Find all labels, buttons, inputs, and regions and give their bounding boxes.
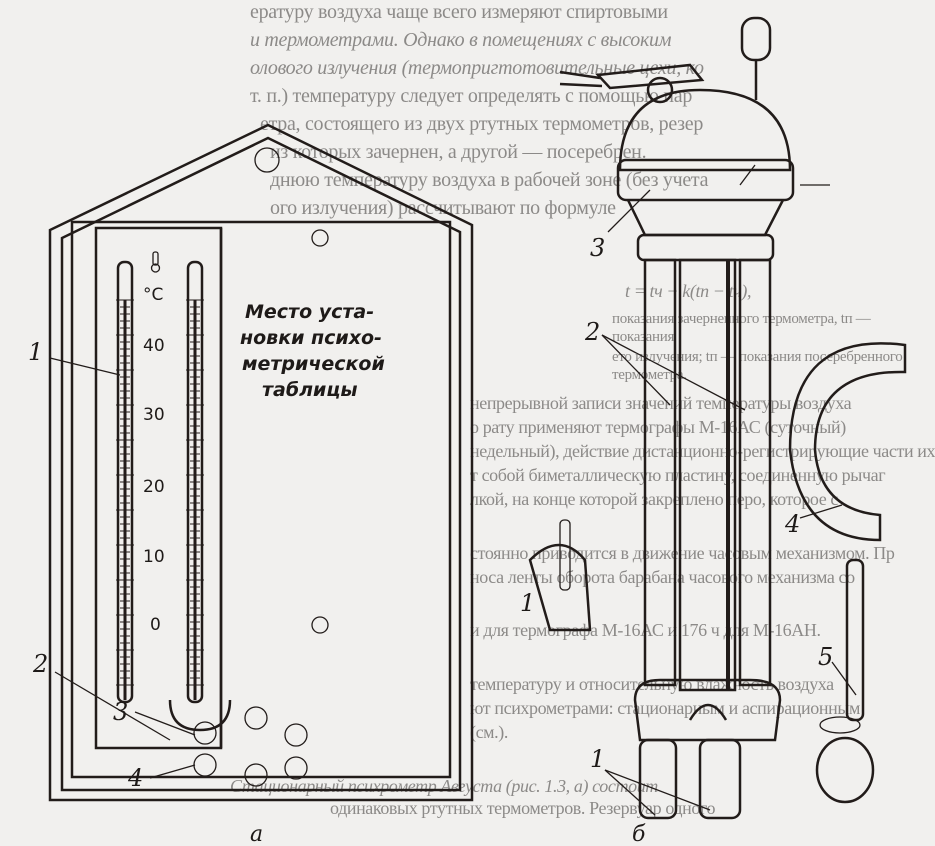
callout-1: 1 — [28, 338, 43, 366]
central-air-tube — [678, 258, 737, 692]
text-line: о рату применяют термографы М-16АС (суто… — [470, 417, 846, 437]
text-line: из которых зачернен, а другой — посеребр… — [270, 141, 647, 163]
text-line: т. п.) температуру следует определять с … — [250, 85, 693, 107]
text-line: непрерывной записи значений температуры … — [470, 393, 852, 413]
fan-ring — [616, 158, 795, 202]
text-line: одинаковых ртутных термометров. Резервуа… — [330, 798, 716, 818]
winding-key-icon — [740, 16, 772, 62]
callout-5: 5 — [818, 643, 833, 671]
text-line: т собой биметаллическую пластину, соедин… — [470, 465, 886, 485]
plaque-line: новки психо- — [240, 327, 382, 349]
wick-detail — [528, 543, 592, 632]
aspiration-psychrometer: 3 2 1 1 4 5 б — [520, 16, 907, 846]
thermometer-icon — [150, 251, 161, 273]
text-line: днюю температуру воздуха в рабочей зоне … — [270, 169, 709, 191]
scale-label-0: 0 — [150, 615, 161, 635]
text-line: показания зачерненного термометра, tп — … — [612, 311, 871, 345]
inner-panel — [70, 220, 452, 779]
text-line: етра, состоящего из двух ртутных термоме… — [260, 113, 704, 135]
screw-icon — [311, 229, 329, 247]
scale-label-20: 20 — [143, 477, 165, 497]
right-protective-tube — [698, 738, 742, 820]
text-line: (см.). — [470, 722, 508, 742]
ring-detail — [788, 342, 907, 542]
knob-icon — [646, 76, 674, 104]
text-line: олового излучения (термопригтотовительны… — [250, 57, 704, 79]
wet-thermometer — [186, 260, 204, 704]
fan-dome — [618, 88, 792, 172]
text-line: ето излучения; tп — показания посеребрен… — [612, 349, 903, 383]
text-line: носа ленты оборота барабана часового мех… — [470, 567, 855, 587]
text-line: ого излучения) рассчитывают по формуле — [270, 197, 616, 219]
mounting-screws — [193, 706, 308, 787]
callout-4: 4 — [784, 510, 800, 538]
text-line: стоянно приводится в движение часовым ме… — [470, 543, 895, 563]
scale-label-10: 10 — [143, 547, 165, 567]
bottom-fork — [633, 678, 782, 742]
hanging-hole-icon — [254, 147, 280, 173]
top-plate — [636, 233, 775, 262]
inner-case-edge — [60, 136, 462, 792]
callout-2: 2 — [584, 318, 600, 346]
unit-label: °C — [143, 285, 163, 305]
callout-3: 3 — [590, 234, 605, 262]
scale-label-40: 40 — [143, 336, 165, 356]
left-protective-tube — [638, 738, 678, 820]
text-line: и термометрами. Однако в помещениях с вы… — [250, 29, 672, 51]
text-line: ют психрометрами: стационарным и аспирац… — [470, 698, 861, 718]
plaque-line: метрической — [242, 353, 385, 375]
caption-a: а — [250, 822, 263, 846]
scale-label-30: 30 — [143, 405, 165, 425]
water-cup — [168, 699, 232, 732]
pipette — [845, 558, 865, 722]
text-line: недельный), действие дистанционно-регист… — [470, 441, 935, 461]
right-thermometer-tube — [738, 258, 772, 687]
caption-b: б — [632, 822, 646, 846]
outer-case — [48, 123, 474, 802]
text-line: ературу воздуха чаще всего измеряют спир… — [250, 1, 668, 23]
rubber-bulb — [815, 736, 875, 804]
plaque-line: таблицы — [262, 379, 358, 401]
august-psychrometer: °C 40 30 20 10 0 Место уста- новки психо… — [28, 123, 474, 846]
dry-thermometer — [116, 260, 134, 704]
callout-4: 4 — [127, 764, 143, 792]
screw-icon — [311, 616, 329, 634]
text-line: t = tч − k(tп − tч), — [625, 281, 752, 301]
callout-1-detail: 1 — [520, 589, 535, 617]
scale-ticks — [116, 299, 204, 686]
clamp-arm — [595, 63, 705, 90]
callout-2: 2 — [32, 650, 48, 678]
callout-1: 1 — [590, 745, 605, 773]
callout-3: 3 — [113, 698, 128, 726]
text-line: лкой, на конце которой закреплено перо, … — [470, 489, 839, 509]
plaque-line: Место уста- — [245, 301, 374, 323]
left-thermometer-tube — [643, 258, 677, 687]
